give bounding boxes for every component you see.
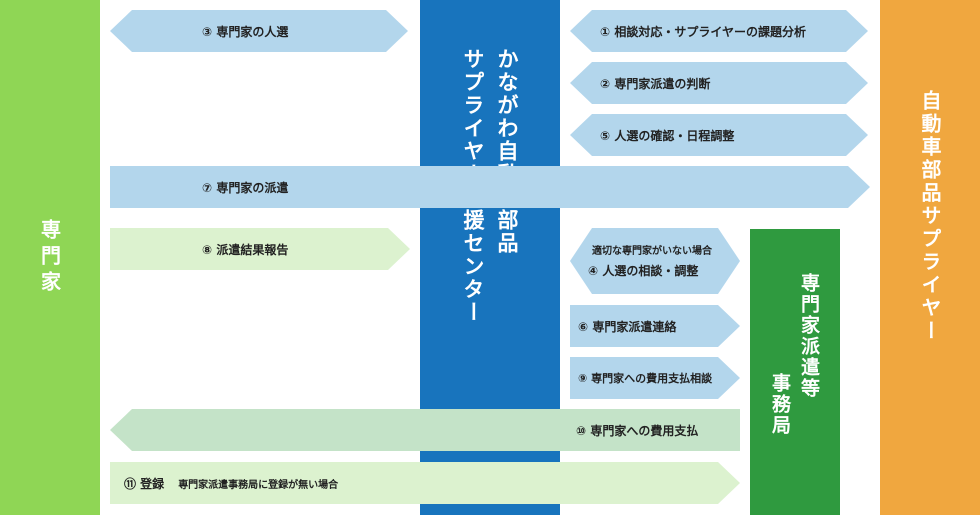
office-box: 専門家派遣等 事務局: [750, 229, 840, 515]
step-4-note: 適切な専門家がいない場合: [592, 246, 712, 257]
step-2-arrow: ② 専門家派遣の判断: [570, 62, 868, 104]
step-3-label: ③ 専門家の人選: [202, 24, 289, 39]
office-label-line1: 専門家派遣等: [798, 273, 820, 399]
step-4-label: ④ 人選の相談・調整: [588, 264, 699, 278]
step-11-arrow: ⑪ 登録 専門家派遣事務局に登録が無い場合: [110, 462, 740, 504]
step-4-arrow: 適切な専門家がいない場合 ④ 人選の相談・調整: [570, 228, 740, 294]
step-6-label: ⑥ 専門家派遣連絡: [578, 319, 677, 334]
step-9-label: ⑨ 専門家への費用支払相談: [578, 372, 713, 385]
step-9-arrow: ⑨ 専門家への費用支払相談: [570, 357, 740, 399]
expert-label: 専門家: [37, 218, 62, 297]
step-8-label: ⑧ 派遣結果報告: [202, 242, 289, 257]
step-1-label: ① 相談対応・サプライヤーの課題分析: [600, 24, 806, 39]
step-1-arrow: ① 相談対応・サプライヤーの課題分析: [570, 10, 868, 52]
step-7-label: ⑦ 専門家の派遣: [202, 180, 289, 195]
center-label-line1: かながわ自動車部品: [495, 48, 519, 255]
step-6-arrow: ⑥ 専門家派遣連絡: [570, 305, 740, 347]
step-5-label: ⑤ 人選の確認・日程調整: [600, 128, 735, 143]
step-10-label: ⑩ 専門家への費用支払: [576, 423, 699, 438]
step-8-arrow: ⑧ 派遣結果報告: [110, 228, 410, 270]
supplier-label: 自動車部品サプライヤー: [918, 90, 942, 343]
supplier-column: 自動車部品サプライヤー: [880, 0, 980, 515]
office-label: 専門家派遣等 事務局: [750, 273, 840, 436]
step-11-text: ⑪ 登録 専門家派遣事務局に登録が無い場合: [124, 462, 338, 504]
step-3-arrow: ③ 専門家の人選: [110, 10, 408, 52]
expert-column: 専門家: [0, 0, 100, 515]
step-7-arrow: ⑦ 専門家の派遣: [110, 166, 870, 208]
step-5-arrow: ⑤ 人選の確認・日程調整: [570, 114, 868, 156]
step-10-arrow: ⑩ 専門家への費用支払: [110, 409, 740, 451]
step-11-label: ⑪ 登録: [124, 476, 165, 491]
step-11-note: 専門家派遣事務局に登録が無い場合: [178, 479, 339, 491]
step-2-label: ② 専門家派遣の判断: [600, 76, 711, 91]
office-label-line2: 事務局: [769, 373, 791, 436]
